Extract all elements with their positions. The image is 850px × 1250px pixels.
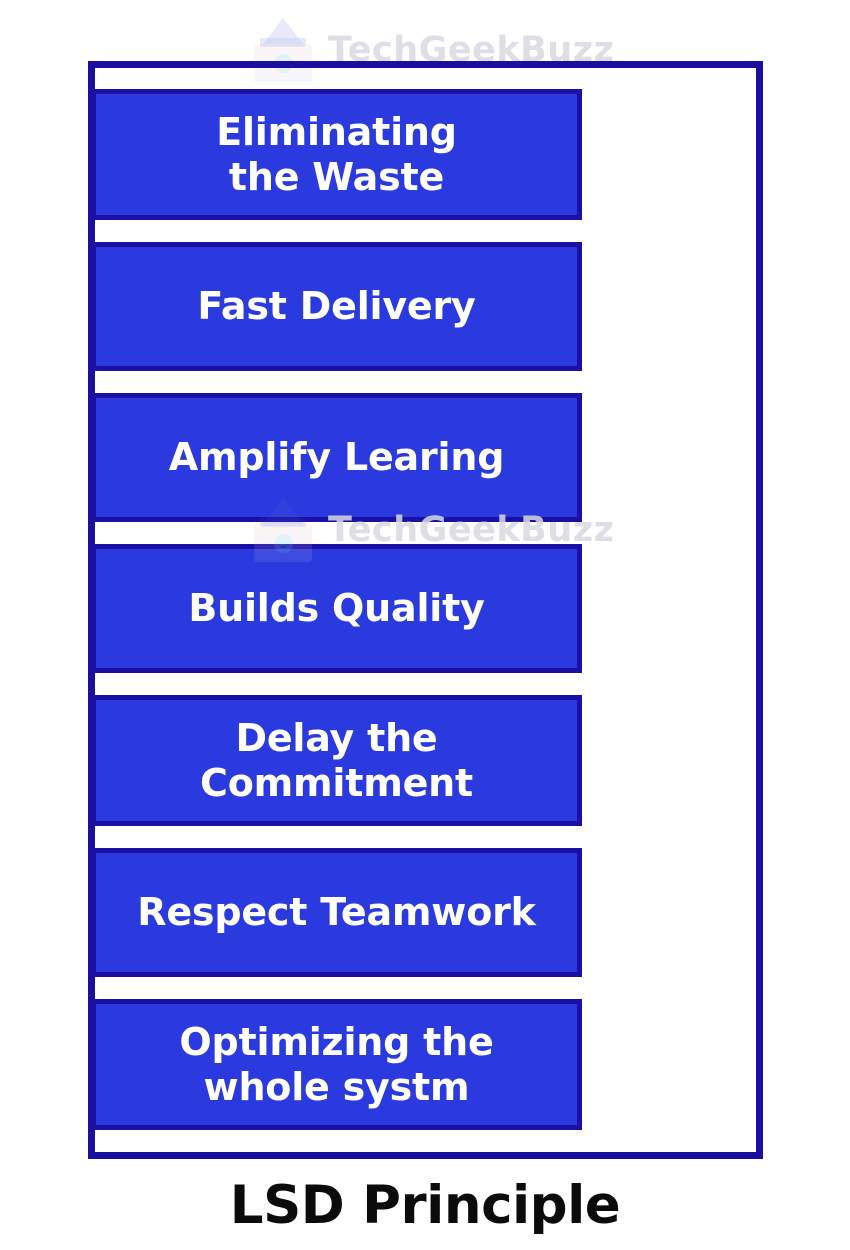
lsd-box-respect-teamwork[interactable]: Respect Teamwork bbox=[91, 848, 582, 977]
lsd-box-optimizing-the-whole-systm[interactable]: Optimizing the whole systm bbox=[91, 999, 582, 1130]
lsd-box-label: Amplify Learing bbox=[168, 435, 505, 480]
diagram-title: LSD Principle bbox=[229, 1175, 621, 1236]
logo-hat-shape bbox=[262, 18, 304, 45]
lsd-principle-list: Eliminating the Waste Fast Delivery Ampl… bbox=[91, 89, 582, 1130]
lsd-box-amplify-learing[interactable]: Amplify Learing bbox=[91, 393, 582, 522]
lsd-box-label: Optimizing the whole systm bbox=[179, 1020, 494, 1109]
lsd-box-fast-delivery[interactable]: Fast Delivery bbox=[91, 242, 582, 371]
lsd-box-label: Delay the Commitment bbox=[200, 716, 473, 805]
lsd-box-label: Respect Teamwork bbox=[137, 890, 536, 935]
lsd-box-label: Builds Quality bbox=[188, 586, 485, 631]
lsd-box-label: Eliminating the Waste bbox=[216, 110, 457, 199]
lsd-box-eliminating-the-waste[interactable]: Eliminating the Waste bbox=[91, 89, 582, 220]
lsd-box-delay-the-commitment[interactable]: Delay the Commitment bbox=[91, 695, 582, 826]
lsd-box-builds-quality[interactable]: Builds Quality bbox=[91, 544, 582, 673]
lsd-box-label: Fast Delivery bbox=[197, 284, 476, 329]
logo-band-shape bbox=[260, 38, 306, 47]
